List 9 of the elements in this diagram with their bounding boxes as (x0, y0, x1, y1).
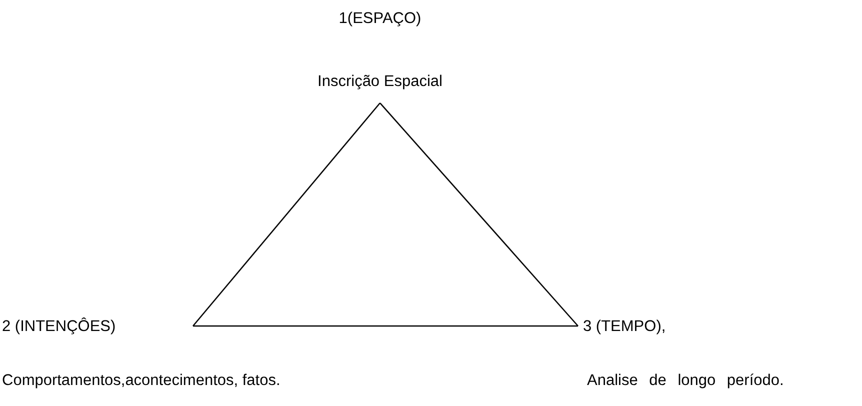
vertex-subtitle: Inscrição Espacial (318, 73, 442, 91)
vertex-description: Analise de longo período. (587, 372, 784, 390)
vertex-title: 3 (TEMPO), (583, 318, 666, 336)
vertex-description: Comportamentos,acontecimentos, fatos. (2, 372, 280, 390)
triangle-side (380, 102, 578, 326)
triangle-side (193, 325, 578, 327)
vertex-title: 1(ESPAÇO) (338, 10, 422, 28)
triangle-side (192, 102, 380, 326)
vertex-title: 2 (INTENÇÔES) (2, 318, 116, 336)
